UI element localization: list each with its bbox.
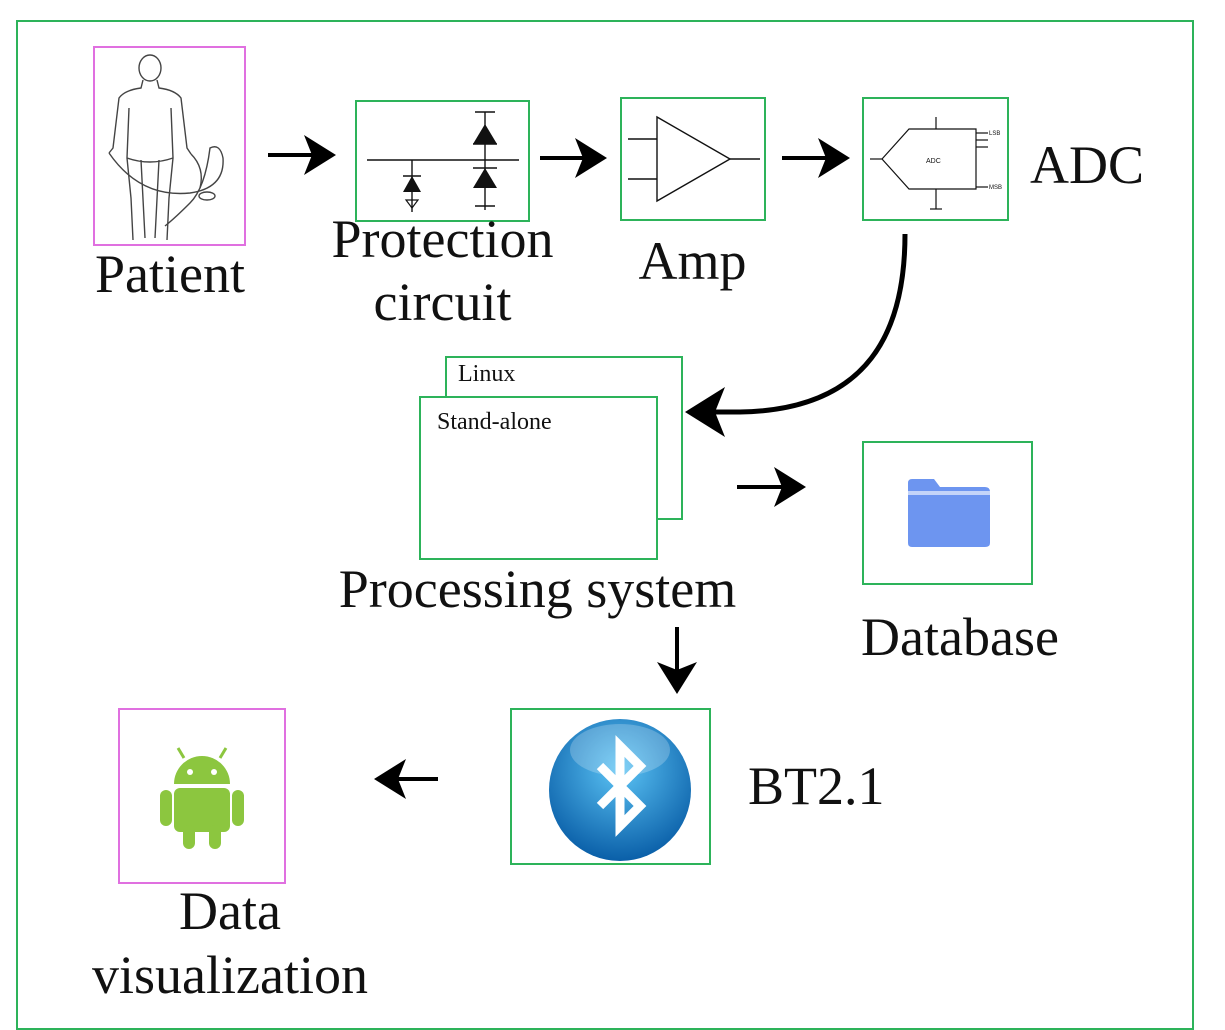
human-body-outline-icon [108, 54, 224, 241]
amplifier-triangle-icon [628, 115, 760, 203]
arrow-adc-to-processing [685, 233, 908, 437]
diode-circuit-icon [367, 111, 519, 212]
patient-box [93, 46, 246, 246]
adc-chip-icon: ADC LSB MSB [870, 117, 1002, 210]
amp-label: Amp [638, 231, 747, 291]
data-visualization-box [118, 708, 286, 884]
android-icon [160, 747, 244, 849]
patient-label: Patient [95, 244, 245, 304]
database-label: Database [861, 607, 1059, 667]
amp-box [620, 97, 766, 221]
adc-msb-text: MSB [989, 185, 1002, 191]
adc-chip-text: ADC [926, 158, 941, 165]
stand-alone-panel-label: Stand-alone [437, 409, 552, 435]
bluetooth-icon [549, 719, 691, 861]
stand-alone-panel: Stand-alone [419, 396, 658, 560]
bluetooth-label: BT2.1 [748, 756, 885, 816]
folder-icon [908, 479, 990, 547]
data-visualization-label-line1: Data [179, 881, 281, 941]
bluetooth-box [510, 708, 711, 865]
protection-circuit-label-line2: circuit [373, 272, 512, 332]
adc-label: ADC [1030, 135, 1145, 195]
database-box [862, 441, 1033, 585]
processing-system-label: Processing system [338, 559, 737, 619]
protection-circuit-box [355, 100, 530, 222]
data-visualization-label-line2: visualization [92, 945, 368, 1005]
linux-panel-label: Linux [458, 361, 516, 387]
adc-box: ADC LSB MSB [862, 97, 1009, 221]
adc-lsb-text: LSB [989, 131, 1000, 137]
protection-circuit-label-line1: Protection [331, 209, 554, 269]
